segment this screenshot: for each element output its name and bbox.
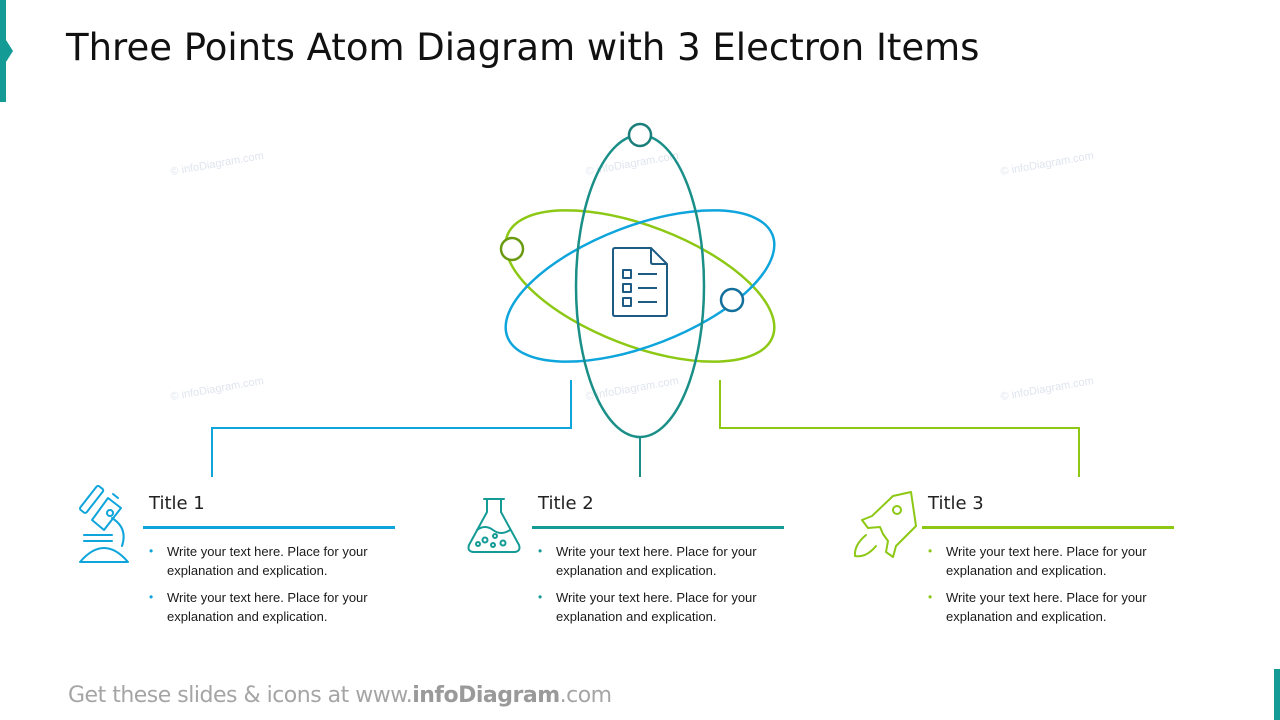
list-item: •Write your text here. Place for your ex…: [538, 544, 757, 578]
item-3-title: Title 3: [928, 493, 984, 514]
footer-credit[interactable]: Get these slides & icons at www.infoDiag…: [68, 683, 612, 708]
teal-electron: [627, 122, 653, 148]
bullet-icon: •: [149, 590, 154, 604]
item-1-underline: [143, 526, 395, 529]
teal-orbit: [574, 133, 706, 439]
slide-title: Three Points Atom Diagram with 3 Electro…: [66, 26, 980, 69]
footer-brand: infoDiagram: [412, 683, 560, 708]
green-electron: [499, 236, 525, 262]
item-2-title: Title 2: [538, 493, 594, 514]
microscope-icon: [79, 484, 129, 563]
bullet-icon: •: [928, 590, 933, 604]
bullet-icon: •: [538, 590, 543, 604]
item-1-bullets: •Write your text here. Place for your ex…: [149, 542, 399, 634]
bullet-icon: •: [538, 544, 543, 558]
left-accent-notch: [6, 40, 13, 62]
flask-icon: [467, 498, 521, 553]
list-item: •Write your text here. Place for your ex…: [928, 544, 1147, 578]
connector-line-3: [719, 380, 1080, 477]
item-3-underline: [922, 526, 1174, 529]
item-2-bullets: •Write your text here. Place for your ex…: [538, 542, 788, 634]
list-item: •Write your text here. Place for your ex…: [149, 544, 368, 578]
green-orbit: [504, 209, 776, 363]
connector-line-1: [211, 380, 572, 477]
blue-orbit: [504, 209, 776, 363]
blue-electron: [719, 287, 745, 313]
right-accent-bar: [1274, 669, 1280, 720]
bullet-icon: •: [149, 544, 154, 558]
list-item: •Write your text here. Place for your ex…: [928, 590, 1147, 624]
checklist-document-icon: [612, 247, 668, 317]
rocket-icon: [853, 491, 917, 558]
list-item: •Write your text here. Place for your ex…: [538, 590, 757, 624]
list-item: •Write your text here. Place for your ex…: [149, 590, 368, 624]
item-2-underline: [532, 526, 784, 529]
bullet-icon: •: [928, 544, 933, 558]
item-1-title: Title 1: [149, 493, 205, 514]
item-3-bullets: •Write your text here. Place for your ex…: [928, 542, 1178, 634]
left-accent-bar: [0, 0, 6, 102]
